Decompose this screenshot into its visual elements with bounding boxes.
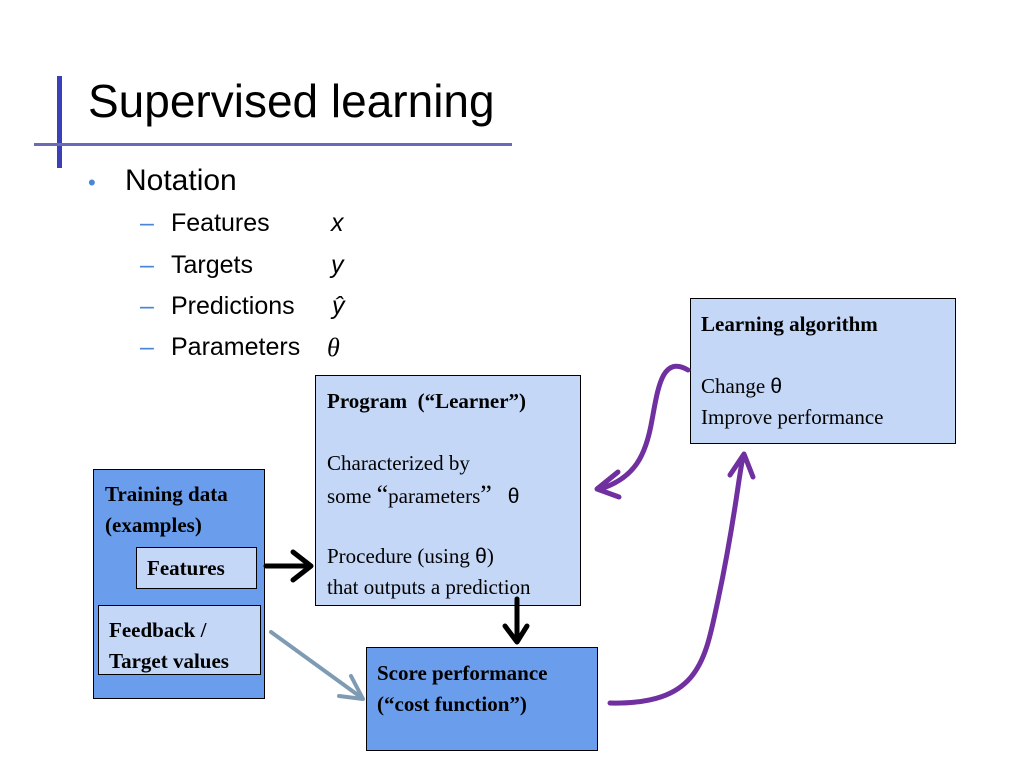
feedback-label: Feedback / bbox=[109, 618, 207, 642]
dash-icon: – bbox=[140, 292, 154, 320]
feedback-target-box: Feedback / Target values bbox=[98, 605, 261, 675]
notation-label: Predictions bbox=[171, 292, 295, 320]
notation-label: Targets bbox=[171, 251, 253, 279]
score-performance-box: Score performance (“cost function”) bbox=[366, 647, 598, 751]
notation-label: Features bbox=[171, 209, 270, 237]
training-data-title: Training data bbox=[105, 482, 228, 506]
procedure-text: Procedure (using bbox=[327, 544, 476, 568]
parameters-text: parameters bbox=[388, 484, 481, 508]
program-title: Program (“Learner”) bbox=[327, 389, 527, 413]
dash-icon: – bbox=[140, 209, 154, 237]
program-procedure-line: Procedure (using θ) bbox=[327, 541, 569, 572]
theta-symbol: θ bbox=[770, 375, 783, 398]
bullet-dot-icon: • bbox=[88, 170, 96, 195]
title-accent-vertical-bar bbox=[57, 76, 62, 168]
features-label: Features bbox=[147, 556, 225, 580]
title-accent-horizontal-bar bbox=[34, 143, 512, 146]
program-parameters-line: some “parameters” θ bbox=[327, 479, 569, 512]
theta-symbol: θ bbox=[507, 485, 520, 508]
score-to-algorithm-arrow bbox=[607, 451, 756, 706]
bullet-notation-label: Notation bbox=[125, 164, 237, 197]
notation-symbol: ŷ bbox=[332, 292, 345, 320]
cost-function-label: (“cost function”) bbox=[377, 692, 527, 716]
learning-algorithm-title: Learning algorithm bbox=[701, 312, 878, 336]
score-title: Score performance bbox=[377, 661, 548, 685]
program-characterized-line: Characterized by bbox=[327, 451, 470, 475]
slide-title: Supervised learning bbox=[88, 75, 495, 127]
procedure-close-paren: ) bbox=[486, 544, 494, 568]
dash-icon: – bbox=[140, 333, 154, 361]
open-quote: “ bbox=[376, 480, 389, 509]
notation-symbol: θ bbox=[327, 333, 340, 362]
algorithm-to-program-arrow bbox=[594, 363, 691, 500]
program-learner-box: Program (“Learner”) Characterized by som… bbox=[315, 375, 581, 606]
learning-algorithm-change-line: Change θ bbox=[701, 371, 945, 402]
target-values-label: Target values bbox=[109, 649, 229, 673]
training-data-subtitle: (examples) bbox=[105, 513, 202, 537]
some-text: some bbox=[327, 484, 377, 508]
change-label: Change bbox=[701, 374, 771, 398]
learning-algorithm-improve-line: Improve performance bbox=[701, 405, 884, 429]
theta-symbol: θ bbox=[475, 545, 487, 568]
features-to-program-arrow bbox=[263, 549, 314, 583]
notation-label: Parameters bbox=[171, 333, 301, 361]
learning-algorithm-box: Learning algorithm Change θ Improve perf… bbox=[690, 298, 956, 444]
dash-icon: – bbox=[140, 251, 154, 279]
feedback-to-score-arrow bbox=[269, 630, 365, 701]
features-box: Features bbox=[136, 547, 257, 589]
notation-symbol: y bbox=[331, 251, 344, 279]
program-outputs-line: that outputs a prediction bbox=[327, 575, 531, 599]
notation-symbol: x bbox=[331, 209, 344, 237]
close-quote: ” bbox=[480, 480, 492, 509]
program-to-score-arrow bbox=[502, 596, 530, 645]
